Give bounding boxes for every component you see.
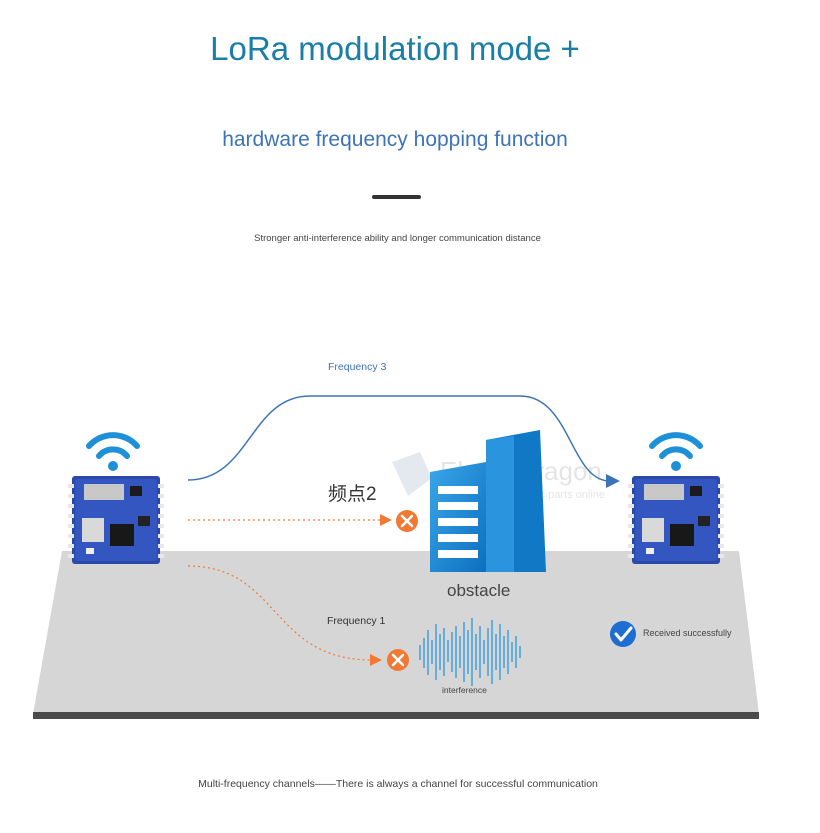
x-mark-icon bbox=[385, 647, 411, 673]
frequency-3-path bbox=[187, 395, 609, 482]
tagline: Stronger anti-interference ability and l… bbox=[254, 233, 541, 244]
floor-edge bbox=[33, 712, 759, 719]
check-icon bbox=[610, 621, 636, 647]
frequency-3-label: Frequency 3 bbox=[328, 361, 387, 373]
footer-caption: Multi-frequency channels——There is alway… bbox=[198, 778, 598, 790]
page-title: LoRa modulation mode + bbox=[210, 30, 580, 67]
lora-module-icon bbox=[628, 476, 724, 564]
arrow-icon bbox=[606, 474, 620, 488]
arrow-icon bbox=[380, 514, 392, 526]
frequency-1-path bbox=[187, 565, 373, 661]
frequency-2-label: 频点2 bbox=[328, 483, 377, 505]
wifi-icon bbox=[652, 435, 700, 471]
floor-plane bbox=[33, 551, 759, 714]
page-subtitle: hardware frequency hopping function bbox=[222, 128, 568, 151]
wifi-icon bbox=[89, 435, 137, 471]
title-divider bbox=[372, 195, 421, 199]
received-label: Received successfully bbox=[643, 628, 732, 638]
frequency-1-label: Frequency 1 bbox=[327, 615, 386, 627]
waveform-icon bbox=[419, 618, 521, 686]
arrow-icon bbox=[370, 654, 382, 666]
x-mark-icon bbox=[394, 508, 420, 534]
building-icon bbox=[430, 430, 546, 572]
obstacle-label: obstacle bbox=[447, 581, 510, 600]
interference-label: interference bbox=[442, 685, 487, 695]
watermark-logo-icon bbox=[392, 452, 432, 496]
lora-module-icon bbox=[68, 476, 164, 564]
